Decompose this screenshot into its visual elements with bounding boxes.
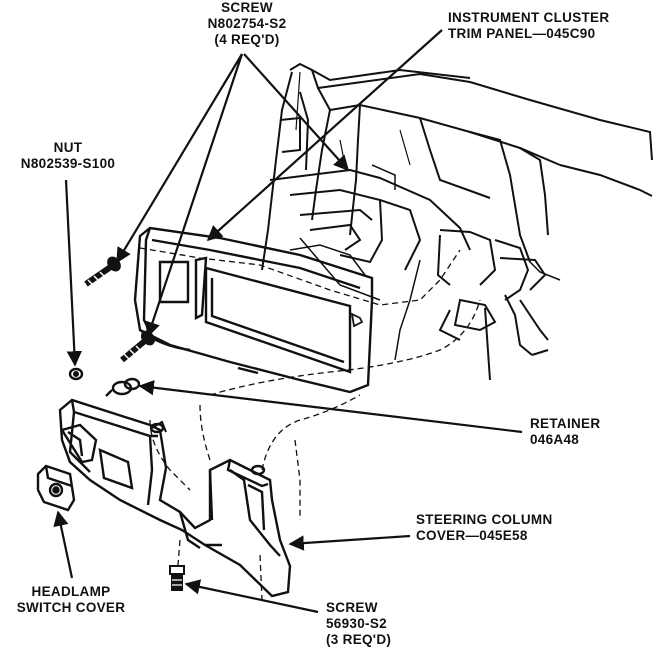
label-steering-cover-line2: COVER—045E58 [416, 528, 528, 543]
label-headlamp-line2: SWITCH COVER [16, 600, 126, 615]
label-screw-bottom-line1: SCREW [326, 600, 378, 615]
leader-retainer [138, 380, 523, 434]
label-screw-top-line1: SCREW [221, 0, 273, 15]
hidden-lines [139, 247, 481, 601]
label-trim-panel-line2: TRIM PANEL—045C90 [448, 26, 596, 41]
label-trim-panel: INSTRUMENT CLUSTER TRIM PANEL—045C90 [448, 10, 609, 42]
dashboard-structure [261, 62, 653, 381]
label-trim-panel-line1: INSTRUMENT CLUSTER [448, 10, 610, 25]
label-retainer-line2: 046A48 [530, 432, 580, 447]
label-steering-cover-line1: STEERING COLUMN [416, 512, 553, 527]
leader-nut [64, 179, 83, 367]
label-screw-top-line2: N802754-S2 [207, 16, 287, 31]
label-nut-line2: N802539-S100 [20, 156, 116, 171]
label-screw-bottom-line3: (3 REQ'D) [326, 632, 392, 647]
label-nut: NUT N802539-S100 [14, 140, 122, 172]
label-retainer: RETAINER 046A48 [530, 416, 600, 448]
leader-steering-cover [288, 534, 411, 551]
leader-trim-panel [206, 29, 443, 242]
screw-upper-left [84, 256, 121, 287]
label-nut-line1: NUT [53, 140, 83, 155]
headlamp-switch-cover-drawing [36, 423, 98, 512]
leader-screw-bottom [184, 579, 319, 614]
leader-screw-to-dash [243, 53, 350, 172]
label-screw-top: SCREW N802754-S2 (4 REQ'D) [182, 0, 312, 48]
screw-bottom-part [169, 565, 185, 591]
label-screw-bottom-line2: 56930-S2 [326, 616, 387, 631]
leader-screw-to-lower [145, 53, 244, 338]
label-screw-bottom: SCREW 56930-S2 (3 REQ'D) [326, 600, 391, 648]
label-headlamp-line1: HEADLAMP [31, 584, 111, 599]
label-retainer-line1: RETAINER [530, 416, 601, 431]
leader-lines [53, 29, 523, 614]
label-steering-cover: STEERING COLUMN COVER—045E58 [416, 512, 553, 544]
screw-lower-left [120, 330, 156, 363]
label-headlamp: HEADLAMP SWITCH COVER [4, 584, 138, 616]
label-screw-top-line3: (4 REQ'D) [214, 32, 280, 47]
retainer-clip [105, 377, 141, 397]
leader-screw-to-upper [116, 53, 243, 264]
leader-headlamp [53, 510, 74, 579]
steering-column-cover-drawing [58, 398, 292, 598]
nut-part [68, 367, 84, 381]
